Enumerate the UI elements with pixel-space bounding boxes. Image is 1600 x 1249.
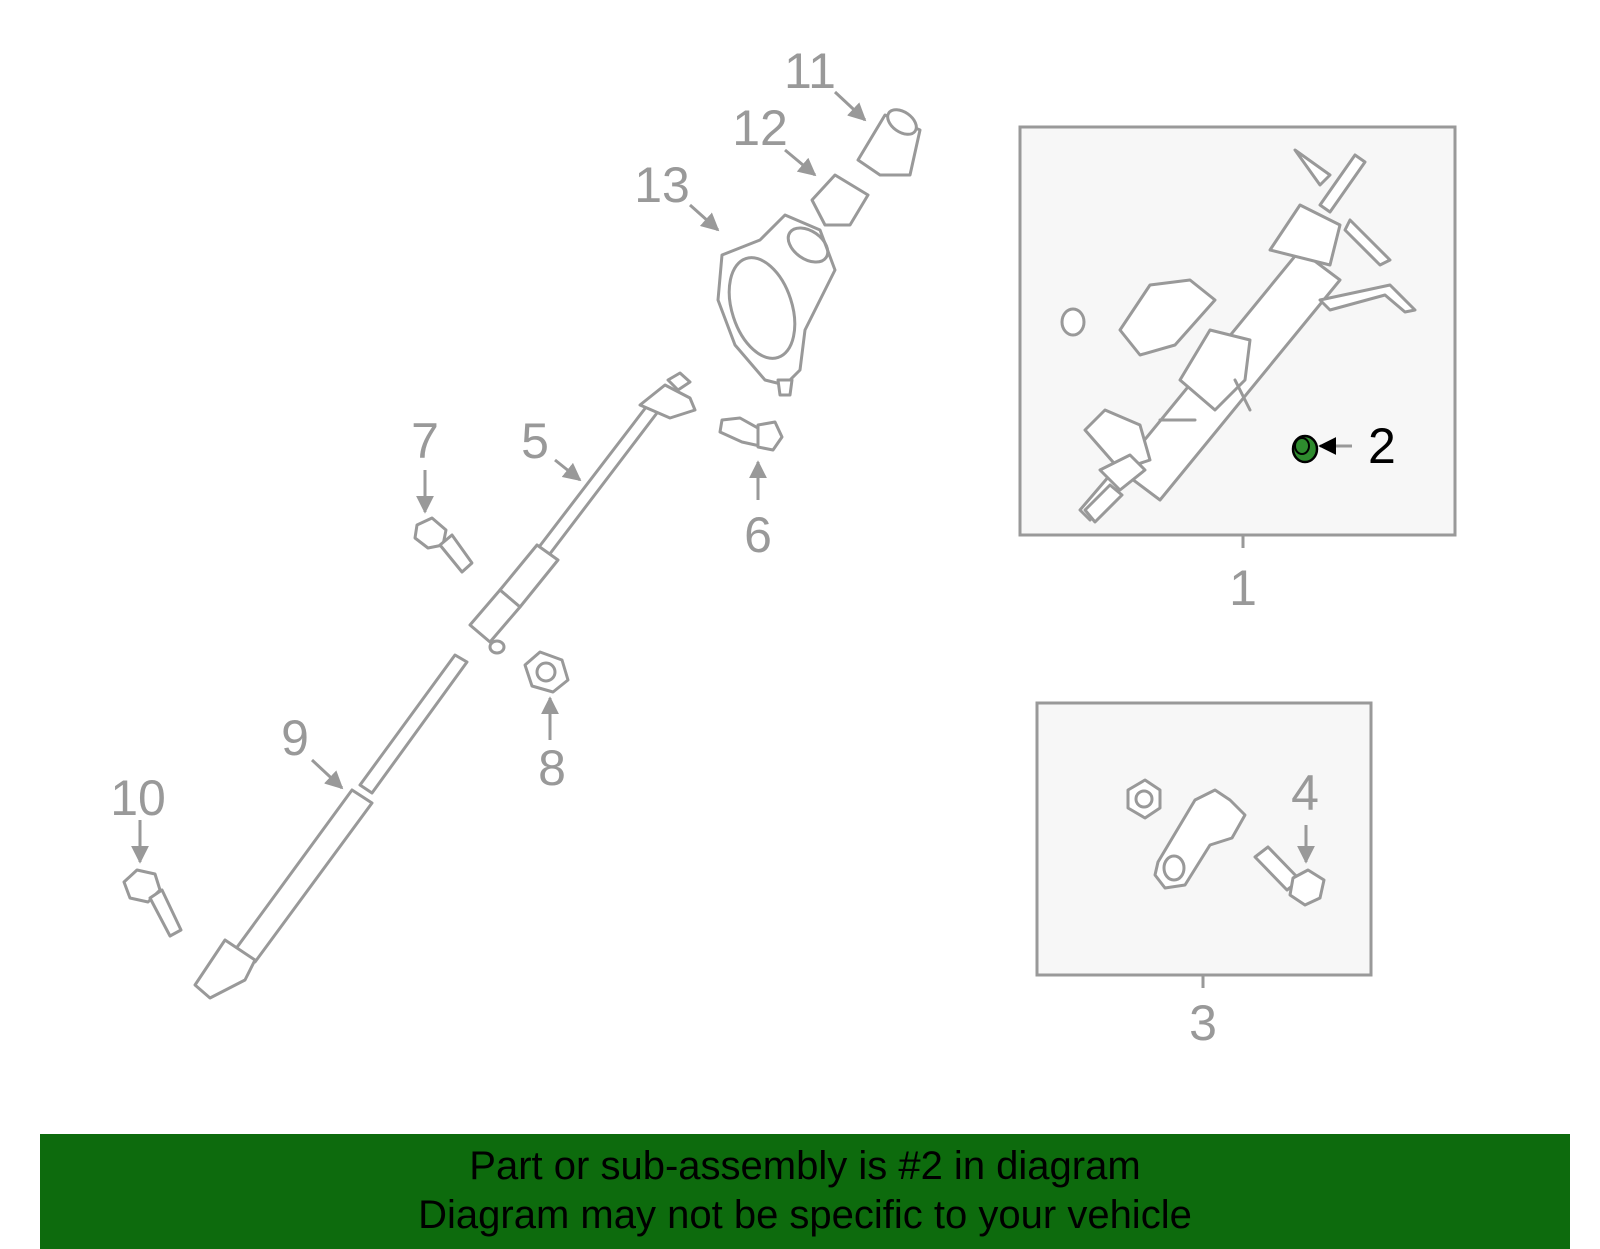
callout-12: 12 — [732, 100, 788, 156]
part-8-nut[interactable] — [523, 650, 570, 694]
banner-line-part: Part or sub-assembly is #2 in diagram — [469, 1144, 1141, 1188]
steering-column-assembly[interactable] — [1060, 148, 1417, 524]
callout-1: 1 — [1229, 560, 1257, 616]
part-10-bolt[interactable] — [122, 868, 183, 938]
part-11-cover[interactable] — [856, 105, 922, 177]
callout-13: 13 — [634, 157, 690, 213]
part-9-lower-shaft[interactable] — [193, 653, 469, 1000]
part-4-bolt[interactable] — [1253, 845, 1326, 907]
part-12-cap[interactable] — [810, 173, 870, 227]
part-6-bolt[interactable] — [718, 416, 784, 452]
callout-leaders — [131, 90, 1352, 864]
callout-5: 5 — [521, 413, 549, 469]
bracket-kit-parts[interactable] — [1126, 778, 1247, 890]
info-banner: Part or sub-assembly is #2 in diagram Di… — [40, 1134, 1570, 1249]
callout-6: 6 — [744, 507, 772, 563]
callout-9: 9 — [281, 710, 309, 766]
callout-7: 7 — [411, 413, 439, 469]
callout-4: 4 — [1291, 765, 1319, 821]
callout-10: 10 — [110, 770, 166, 826]
callout-3: 3 — [1189, 995, 1217, 1051]
part-5-intermediate-shaft[interactable] — [468, 371, 697, 655]
banner-line-disclaimer: Diagram may not be specific to your vehi… — [418, 1193, 1192, 1237]
callout-11: 11 — [784, 43, 836, 99]
part-2-bushing[interactable] — [1291, 434, 1319, 464]
part-7-bolt[interactable] — [413, 516, 474, 574]
callout-2: 2 — [1368, 418, 1396, 474]
part-13-shroud[interactable] — [716, 213, 837, 397]
callout-8: 8 — [538, 740, 566, 796]
